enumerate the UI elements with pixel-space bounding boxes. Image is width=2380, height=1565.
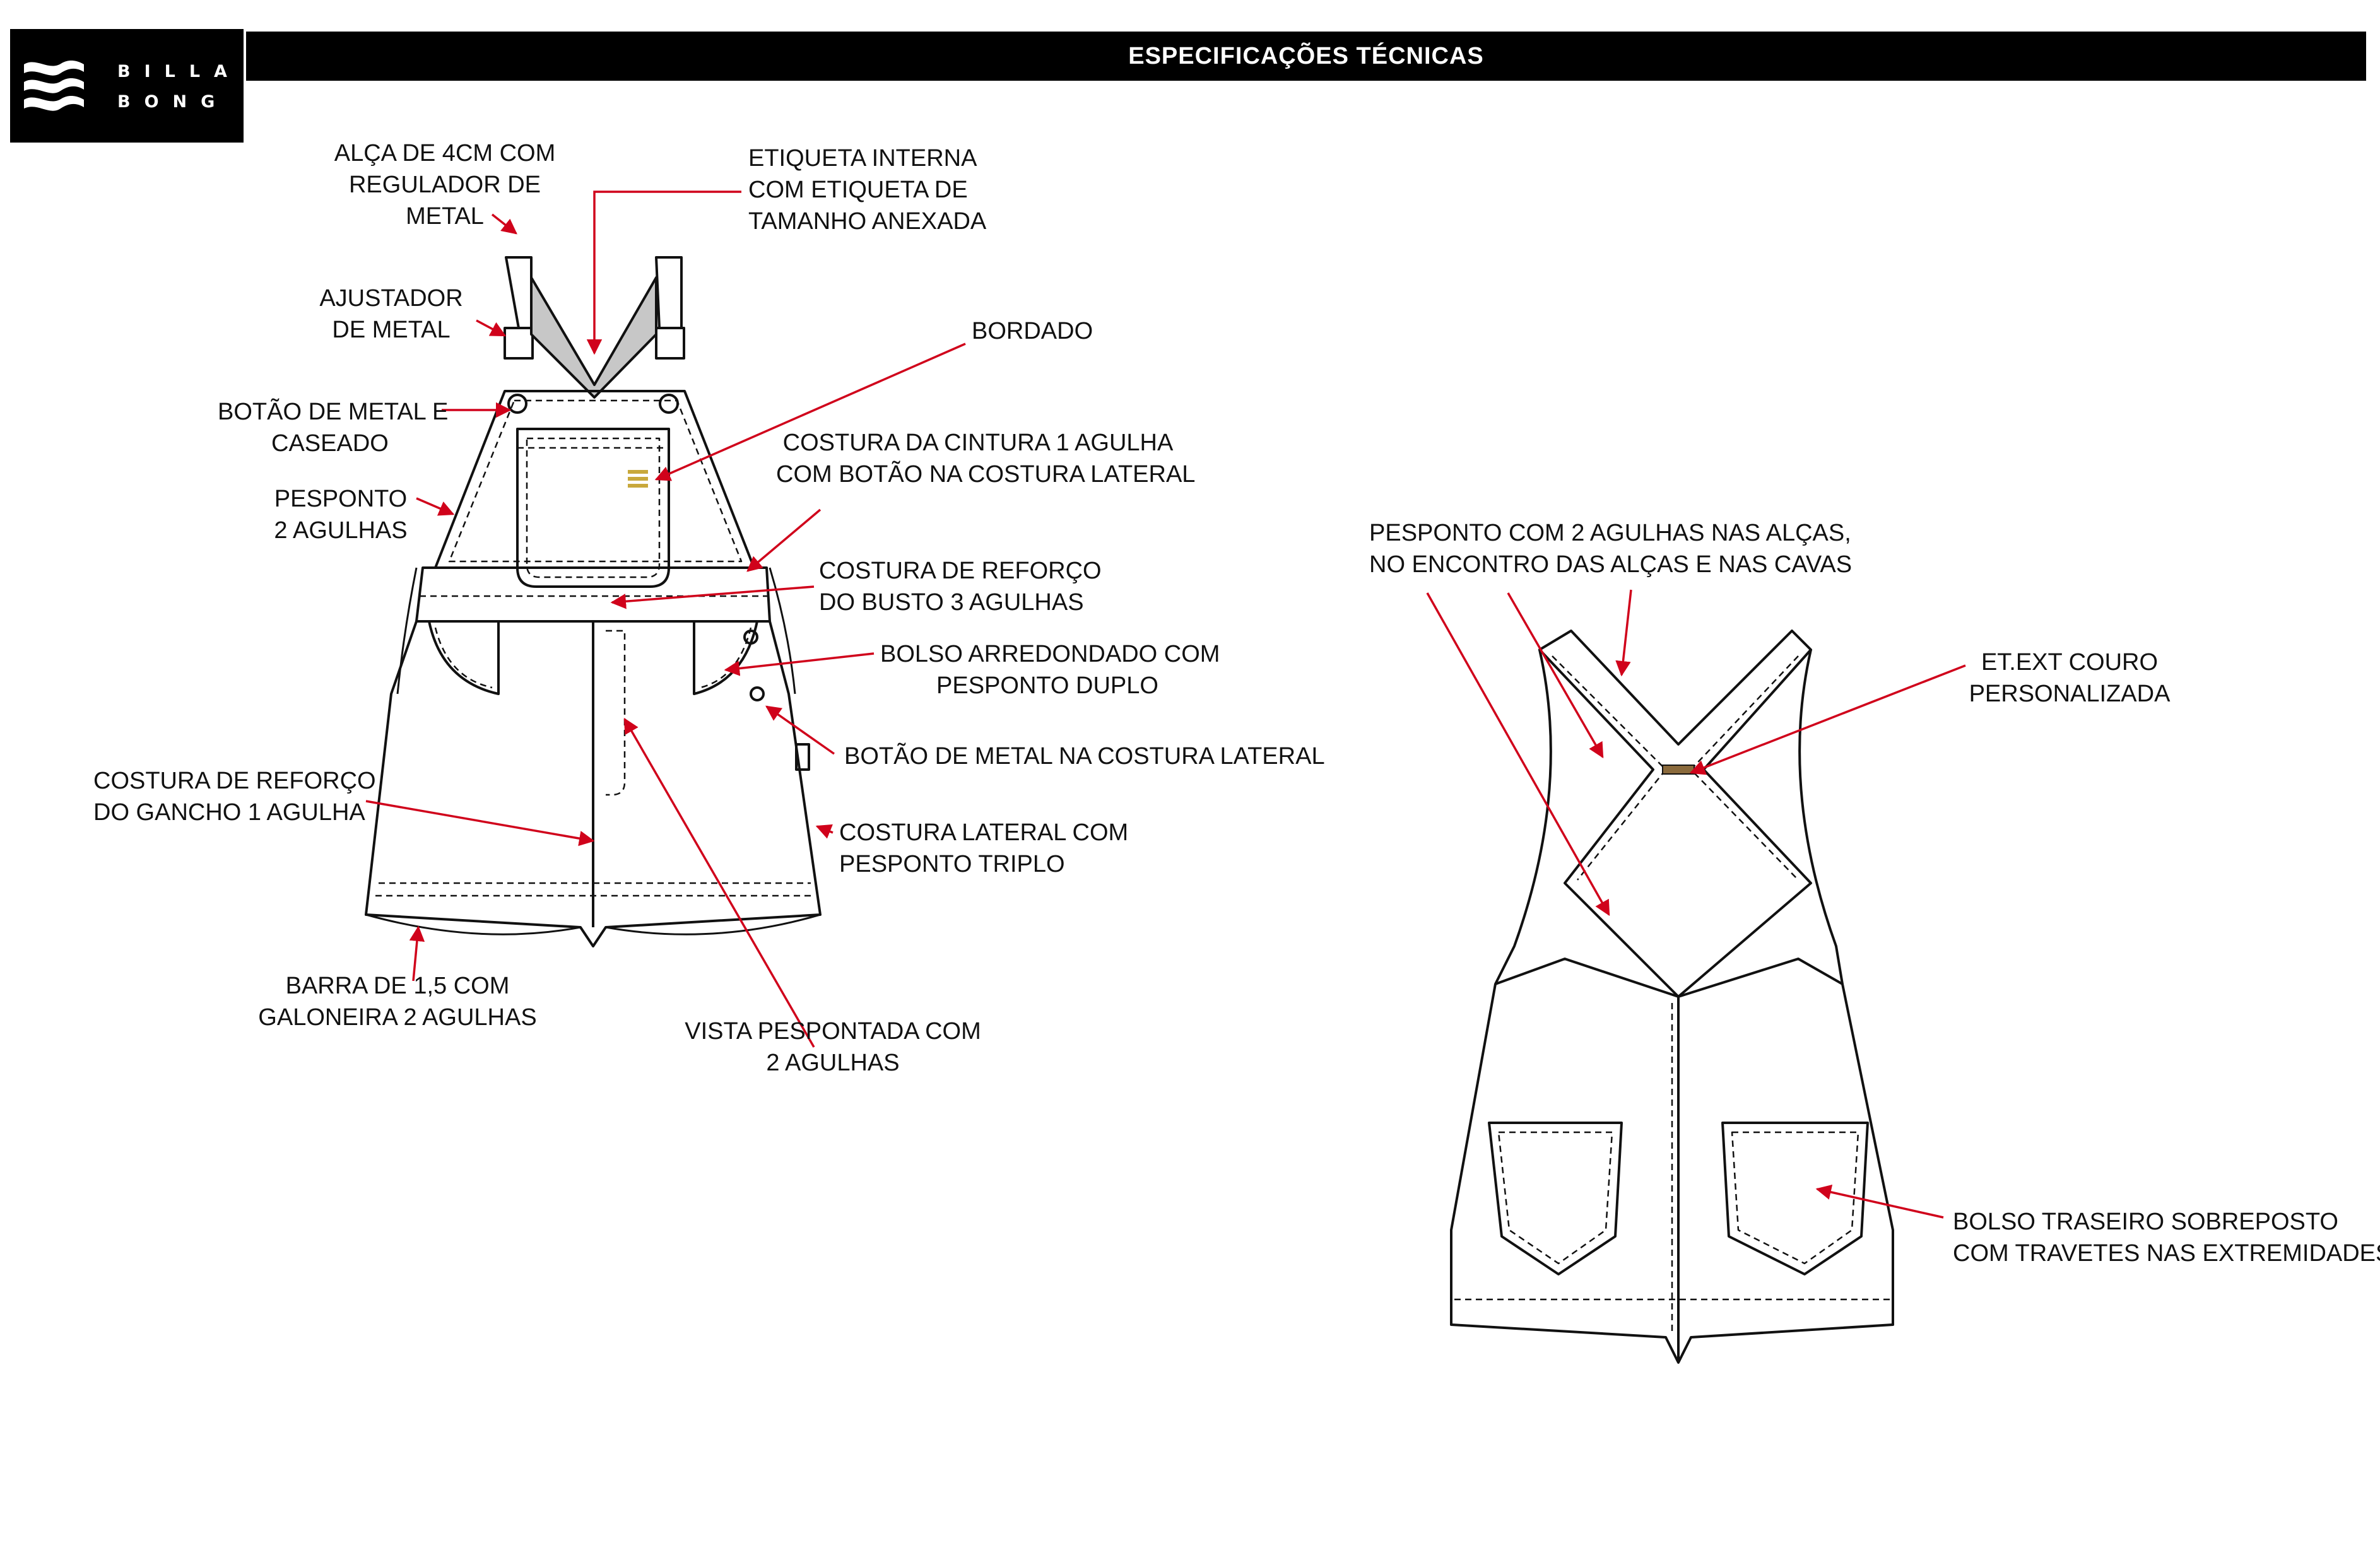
- label-back-straps: PESPONTO COM 2 AGULHAS NAS ALÇAS, NO ENC…: [1369, 520, 1853, 578]
- page-title: ESPECIFICAÇÕES TÉCNICAS: [1128, 42, 1484, 69]
- label-front-pocket: BOLSO ARREDONDADO COM PESPONTO DUPLO: [880, 641, 1220, 699]
- leather-label-icon: [1662, 765, 1695, 775]
- back-right-pocket: [1721, 1122, 1869, 1275]
- back-left-pocket: [1488, 1122, 1623, 1275]
- fly-topstitch: [606, 630, 626, 796]
- bib-pocket: [516, 428, 670, 588]
- side-tab: [795, 743, 810, 771]
- label-side-seam: COSTURA LATERAL COM PESPONTO TRIPLO: [839, 819, 1129, 877]
- label-back-pocket: BOLSO TRASEIRO SOBREPOSTO COM TRAVETES N…: [1953, 1209, 2380, 1267]
- side-button-1: [743, 630, 758, 645]
- label-side-button: BOTÃO DE METAL NA COSTURA LATERAL: [844, 743, 1325, 770]
- front-left-button: [507, 394, 527, 414]
- wave-logo-icon: [24, 60, 84, 111]
- brand-logo: BILLA BONG: [10, 29, 244, 143]
- header-bar: ESPECIFICAÇÕES TÉCNICAS: [246, 32, 2366, 81]
- front-garment: [365, 256, 822, 947]
- front-bib: [434, 390, 755, 569]
- label-button: BOTÃO DE METAL E CASEADO: [218, 399, 449, 457]
- label-adjuster: AJUSTADOR DE METAL: [319, 285, 463, 343]
- embroidery-logo-icon: [628, 470, 648, 488]
- label-embroidery: BORDADO: [972, 318, 1093, 344]
- label-leather: ET.EXT COURO PERSONALIZADA: [1969, 649, 2171, 707]
- label-bust: COSTURA DE REFORÇO DO BUSTO 3 AGULHAS: [819, 558, 1102, 616]
- front-right-strap: [655, 256, 683, 329]
- label-waist: COSTURA DA CINTURA 1 AGULHA COM BOTÃO NA…: [776, 430, 1196, 488]
- label-hem: BARRA DE 1,5 COM GALONEIRA 2 AGULHAS: [258, 973, 537, 1031]
- front-left-adjuster: [504, 327, 534, 360]
- back-right-armhole: [1798, 649, 1844, 985]
- logo-word-1: BILLA: [117, 62, 241, 81]
- front-left-strap: [505, 256, 533, 329]
- label-fly: VISTA PESPONTADA COM 2 AGULHAS: [685, 1018, 981, 1076]
- front-left-pocket: [428, 621, 500, 695]
- label-inner-label: ETIQUETA INTERNA COM ETIQUETA DE TAMANHO…: [748, 145, 987, 235]
- back-garment: [1450, 630, 1894, 1364]
- label-strap: ALÇA DE 4CM COM REGULADOR DE METAL: [334, 140, 556, 230]
- side-button-2: [750, 686, 765, 701]
- label-topstitch: PESPONTO 2 AGULHAS: [274, 486, 408, 544]
- back-v-inner: [530, 276, 657, 399]
- label-crotch: COSTURA DE REFORÇO DO GANCHO 1 AGULHA: [93, 768, 376, 826]
- back-cross-straps: [1538, 630, 1812, 998]
- callout-arrows: [365, 190, 1966, 1219]
- logo-word-2: BONG: [117, 92, 229, 112]
- back-left-armhole: [1494, 649, 1552, 985]
- front-right-adjuster: [655, 327, 685, 360]
- front-right-button: [659, 394, 679, 414]
